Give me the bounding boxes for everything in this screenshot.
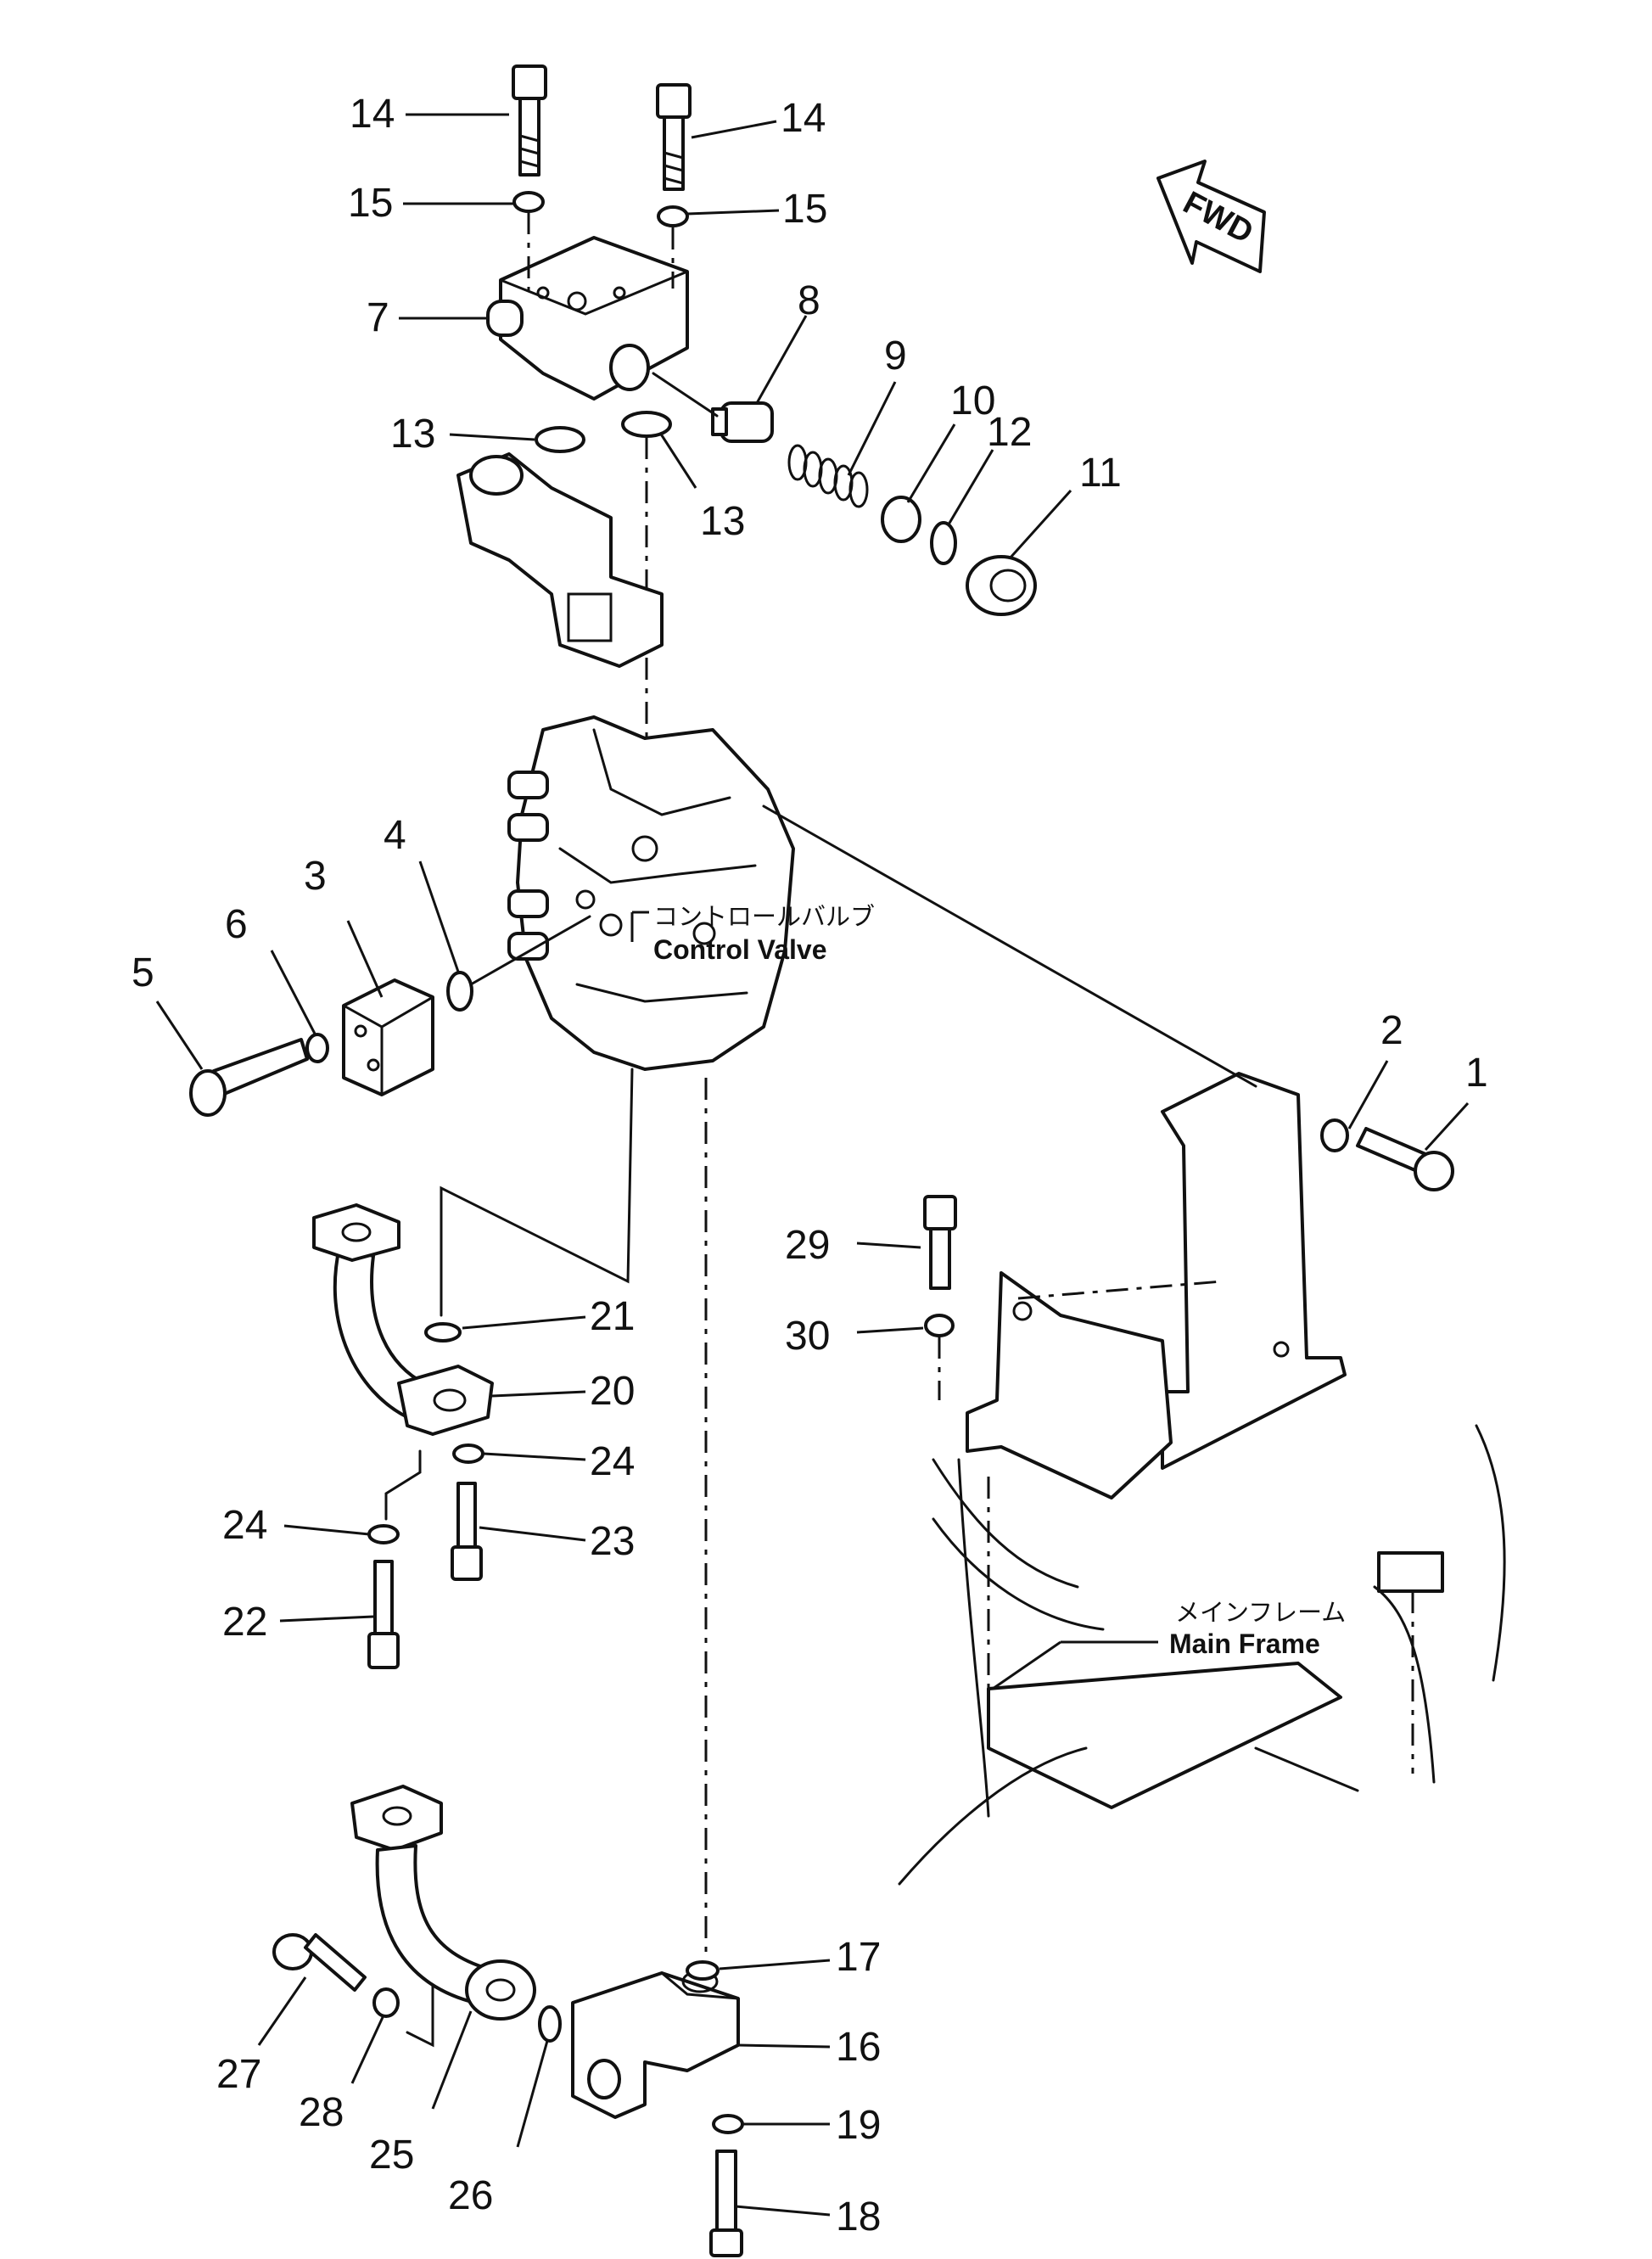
callout-9: 9 (884, 334, 907, 378)
washer-15-left (512, 191, 545, 213)
callout-26: 26 (448, 2173, 493, 2218)
callout-17: 17 (836, 1935, 881, 1980)
elbow-block (456, 452, 664, 668)
washer-28 (372, 1987, 400, 2018)
callout-15-right: 15 (782, 187, 827, 232)
poppet-10 (881, 496, 921, 543)
o-ring-13-right (621, 411, 672, 438)
washer-24-right (452, 1443, 484, 1464)
bolt-23 (451, 1482, 483, 1581)
main-frame-note-en: Main Frame (1169, 1628, 1320, 1659)
callout-23: 23 (590, 1519, 635, 1564)
callout-15-left: 15 (348, 181, 393, 226)
bolt-1 (1356, 1127, 1454, 1191)
o-ring-13-left (535, 426, 585, 453)
fwd-arrow-icon: FWD (1156, 160, 1266, 273)
elbow-block-16 (571, 1970, 740, 2119)
manifold-block-7 (486, 236, 689, 401)
callout-27: 27 (216, 2052, 261, 2097)
valve-8 (711, 401, 774, 443)
bolt-14-right (656, 83, 692, 191)
o-ring-17 (686, 1960, 720, 1981)
callout-18: 18 (836, 2195, 881, 2239)
bracket-plate (966, 1072, 1347, 1499)
bolt-27 (272, 1933, 367, 1992)
callout-2: 2 (1380, 1008, 1403, 1053)
bolt-14-left (512, 64, 547, 177)
callout-28: 28 (299, 2090, 344, 2135)
callout-10: 10 (950, 378, 995, 423)
o-ring-4 (446, 971, 473, 1012)
o-ring-26 (538, 2005, 562, 2043)
washer-30 (924, 1314, 955, 1337)
callout-13-right: 13 (700, 499, 745, 544)
bolt-22 (367, 1560, 400, 1669)
callout-25: 25 (369, 2133, 414, 2178)
callout-30: 30 (785, 1314, 830, 1359)
callout-29: 29 (785, 1223, 830, 1268)
pipe-25 (350, 1785, 536, 2021)
callout-19: 19 (836, 2103, 881, 2148)
callout-20: 20 (590, 1369, 635, 1414)
bolt-5 (189, 1038, 309, 1117)
spring-9 (787, 444, 869, 508)
callout-13-left: 13 (390, 412, 435, 457)
main-frame (898, 1424, 1506, 1886)
bolt-18 (709, 2150, 743, 2257)
callout-3: 3 (304, 854, 327, 899)
callout-11: 11 (1079, 451, 1122, 496)
plug-11 (966, 555, 1037, 616)
washer-24-left (367, 1524, 400, 1544)
callout-7: 7 (367, 295, 389, 340)
callout-24-left: 24 (222, 1503, 267, 1548)
callout-12: 12 (987, 410, 1032, 455)
pipe-20 (312, 1203, 494, 1436)
callout-22: 22 (222, 1600, 267, 1645)
callout-labels: 1 2 3 4 5 6 7 8 9 10 11 12 13 13 14 14 1… (132, 92, 1488, 2239)
callout-leaders (155, 113, 1470, 2217)
washer-6 (305, 1033, 329, 1063)
callout-1: 1 (1465, 1051, 1488, 1096)
control-valve-note-jp: コントロールバルブ (653, 902, 875, 931)
callout-24-right: 24 (590, 1439, 635, 1484)
callout-4: 4 (384, 813, 406, 858)
washer-15-right (657, 205, 689, 227)
o-ring-12 (930, 521, 957, 565)
callout-16: 16 (836, 2025, 881, 2070)
callout-21: 21 (590, 1294, 635, 1339)
control-valve-body (507, 715, 795, 1071)
bolt-29 (923, 1195, 957, 1290)
washer-19 (712, 2114, 744, 2134)
callout-14-left: 14 (350, 92, 395, 137)
callout-14-right: 14 (781, 96, 826, 141)
washer-2 (1320, 1118, 1349, 1152)
callout-6: 6 (225, 902, 248, 947)
o-ring-21 (424, 1322, 462, 1343)
block-3 (342, 978, 434, 1096)
callout-8: 8 (798, 278, 820, 323)
main-frame-note-jp: メインフレーム (1175, 1598, 1346, 1627)
callout-5: 5 (132, 950, 154, 995)
control-valve-note-en: Control Valve (653, 934, 827, 965)
